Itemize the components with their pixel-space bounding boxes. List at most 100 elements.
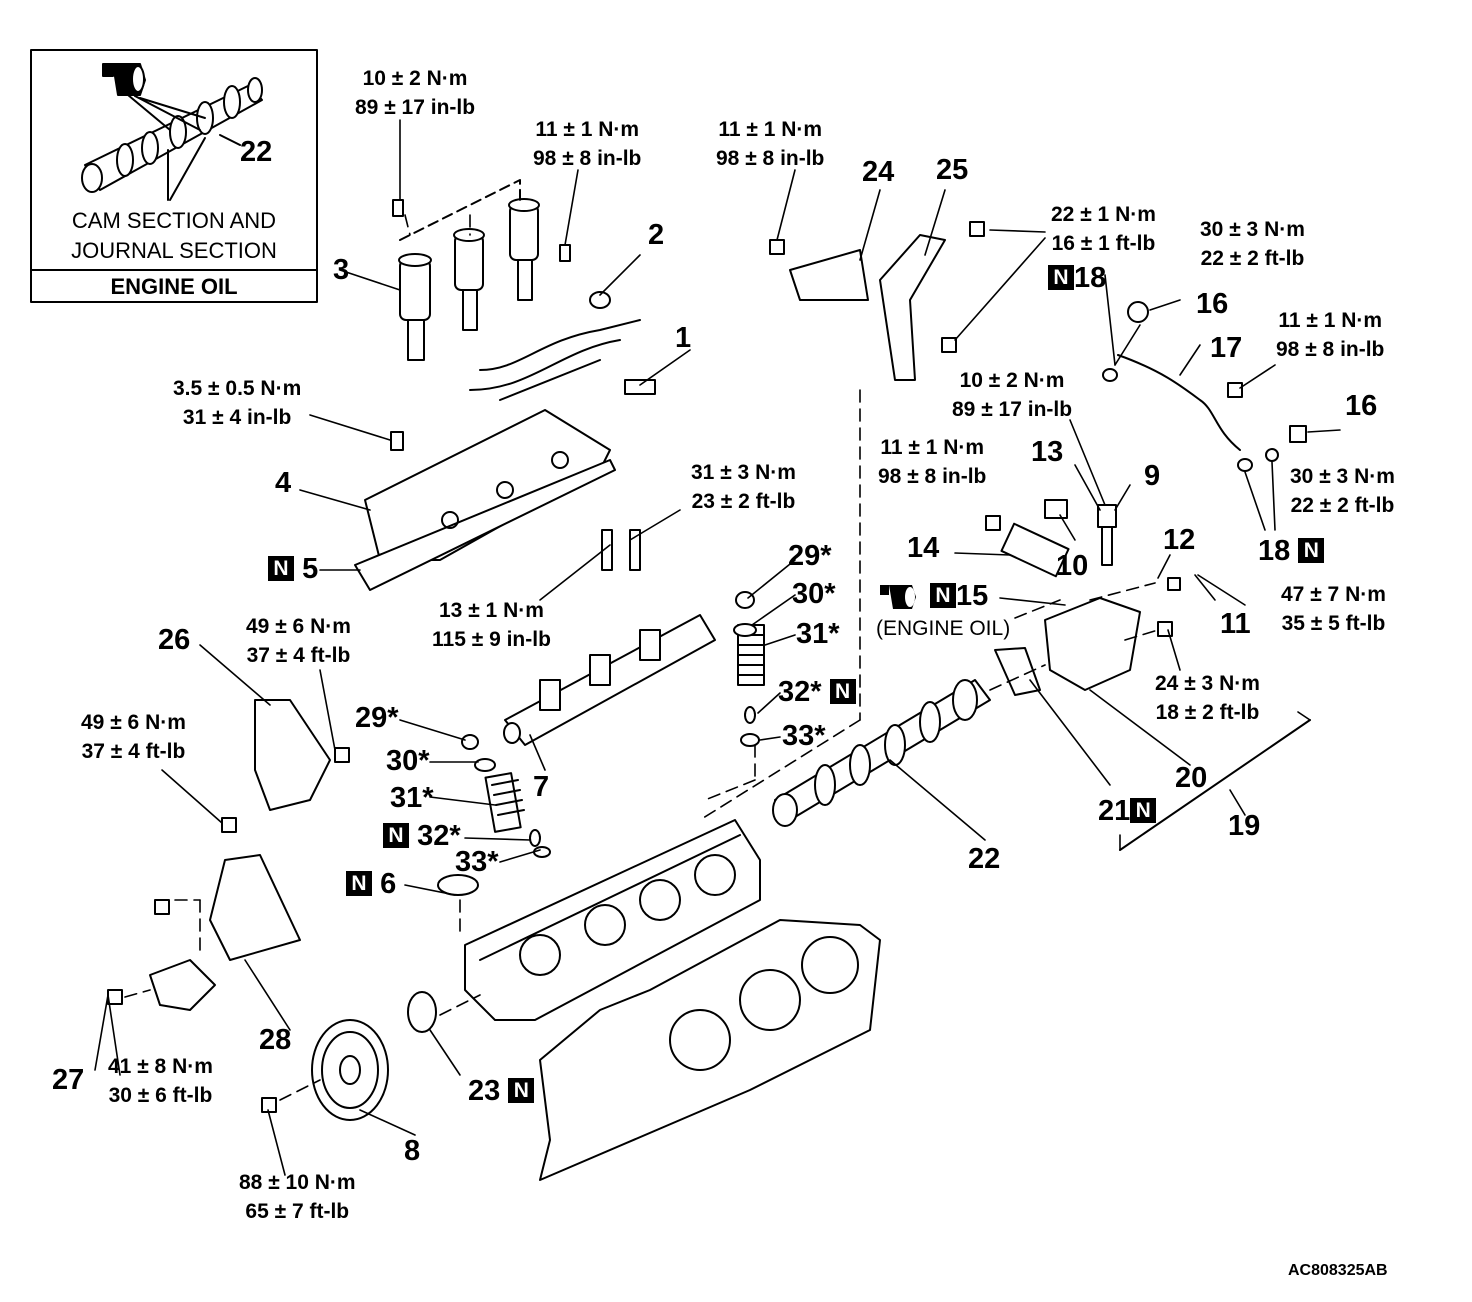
part-number: 18 (1074, 262, 1107, 294)
torque-spec-5: 30 ± 3 N·m 22 ± 2 ft-lb (1200, 215, 1305, 273)
oil-seal (407, 991, 437, 1033)
part-label-32b: N 32* (383, 820, 461, 852)
part-label-17: 17 (1210, 332, 1243, 364)
new-part-mark: N (1048, 265, 1074, 290)
bracket-25 (879, 234, 946, 381)
torque-metric: 47 ± 7 N·m (1281, 583, 1386, 606)
torque-spec-12: 47 ± 7 N·m 35 ± 5 ft-lb (1281, 580, 1386, 638)
part-label-24: 24 (862, 156, 895, 188)
part-label-4: 4 (275, 467, 292, 499)
rocker-arm-assembly (503, 614, 716, 746)
torque-metric: 22 ± 1 N·m (1051, 203, 1156, 226)
part-label-29b: 29* (355, 702, 399, 734)
part-label-9: 9 (1144, 460, 1161, 492)
part-label-26: 26 (158, 624, 191, 656)
torque-imperial: 37 ± 4 ft-lb (246, 644, 351, 667)
torque-spec-17: 41 ± 8 N·m 30 ± 6 ft-lb (108, 1052, 213, 1110)
part-label-3: 3 (333, 254, 350, 286)
new-part-mark: N (346, 871, 372, 896)
part-label-16a: 16 (1196, 288, 1229, 320)
torque-imperial: 18 ± 2 ft-lb (1155, 701, 1260, 724)
new-part-mark: N (268, 556, 294, 581)
torque-spec-11: 31 ± 3 N·m 23 ± 2 ft-lb (691, 458, 796, 516)
torque-imperial: 16 ± 1 ft-lb (1051, 232, 1156, 255)
torque-imperial: 89 ± 17 in-lb (952, 398, 1073, 421)
new-part-mark: N (930, 583, 956, 608)
new-part-mark: N (1298, 538, 1325, 563)
camshaft (772, 679, 991, 827)
torque-imperial: 30 ± 6 ft-lb (108, 1084, 213, 1107)
torque-metric: 41 ± 8 N·m (108, 1055, 213, 1078)
part-label-12: 12 (1163, 524, 1196, 556)
part-label-20: 20 (1175, 762, 1208, 794)
part-label-33b: 33* (455, 846, 499, 878)
torque-metric: 11 ± 1 N·m (880, 436, 985, 459)
part-label-2: 2 (648, 219, 665, 251)
torque-imperial: 98 ± 8 in-lb (878, 465, 987, 488)
valve-springs (461, 591, 765, 858)
torque-metric: 3.5 ± 0.5 N·m (173, 377, 302, 400)
part-label-16b: 16 (1345, 390, 1378, 422)
camshaft-sprocket (311, 1019, 389, 1121)
tensioner (149, 959, 216, 1011)
part-label-19: 19 (1228, 810, 1261, 842)
torque-metric: 31 ± 3 N·m (691, 461, 796, 484)
torque-imperial: 98 ± 8 in-lb (716, 147, 825, 170)
inset-note: CAM SECTION AND JOURNAL SECTION (40, 206, 308, 266)
inset-box (30, 49, 318, 303)
part-label-6: N 6 (346, 868, 396, 900)
torque-spec-10: 11 ± 1 N·m 98 ± 8 in-lb (878, 433, 986, 491)
part-label-27: 27 (52, 1064, 85, 1096)
new-part-mark: N (1130, 798, 1157, 823)
torque-imperial: 22 ± 2 ft-lb (1200, 247, 1305, 270)
torque-metric: 13 ± 1 N·m (439, 599, 544, 622)
new-part-mark: N (508, 1078, 535, 1103)
part-label-31b: 31* (390, 782, 434, 814)
part-label-18b: 18 N (1258, 535, 1325, 567)
cylinder-head (437, 819, 761, 1021)
torque-metric: 49 ± 6 N·m (246, 615, 351, 638)
bracket-26 (254, 699, 331, 811)
gasket (994, 647, 1041, 696)
torque-imperial: 65 ± 7 ft-lb (245, 1200, 350, 1223)
oil-can-icon (102, 63, 146, 96)
document-id: AC808325AB (1288, 1262, 1388, 1279)
part-label-1: 1 (675, 322, 692, 354)
part-label-5: N 5 (268, 553, 318, 585)
part-label-23: 23 N (468, 1075, 535, 1107)
inset-note-line2: JOURNAL SECTION (71, 238, 277, 263)
bracket-28 (209, 854, 301, 961)
torque-spec-14: 49 ± 6 N·m 37 ± 4 ft-lb (246, 612, 351, 670)
torque-metric: 30 ± 3 N·m (1200, 218, 1305, 241)
new-part-mark: N (829, 679, 856, 704)
part-number: 32* (778, 676, 822, 708)
torque-imperial: 23 ± 2 ft-lb (691, 490, 796, 513)
part-label-14: 14 (907, 532, 940, 564)
part-label-7: 7 (533, 771, 550, 803)
ignition-coils (398, 198, 540, 361)
part-number: 15 (956, 580, 989, 612)
part-label-10: 10 (1056, 550, 1089, 582)
torque-imperial: 22 ± 2 ft-lb (1290, 494, 1395, 517)
part-label-30a: 30* (792, 578, 836, 610)
inset-note-line1: CAM SECTION AND (71, 208, 277, 233)
torque-imperial: 37 ± 4 ft-lb (81, 740, 186, 763)
oil-pipe (1117, 354, 1241, 451)
inset-part-number: 22 (240, 136, 273, 168)
part-label-32a: 32* N (778, 676, 856, 708)
torque-imperial: 35 ± 5 ft-lb (1281, 612, 1386, 635)
part-number: 5 (302, 553, 319, 585)
part-number: 21 (1098, 795, 1131, 827)
torque-metric: 11 ± 1 N·m (1278, 309, 1383, 332)
torque-metric: 11 ± 1 N·m (535, 118, 640, 141)
part-number: 18 (1258, 535, 1291, 567)
